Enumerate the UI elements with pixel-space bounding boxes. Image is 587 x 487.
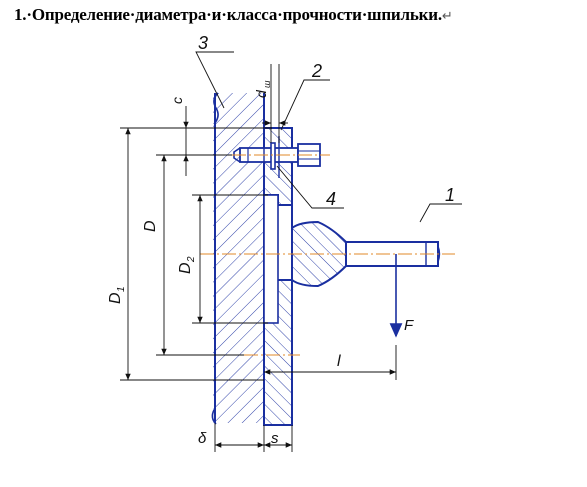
dim-D1: D 1	[107, 286, 127, 304]
center-lines	[200, 154, 455, 356]
dim-delta: δ	[198, 430, 207, 447]
svg-text:D: D	[177, 262, 194, 274]
flange-plate	[263, 127, 293, 426]
dim-dw: d ш	[253, 80, 272, 98]
dim-D1-sub: 1	[116, 286, 127, 292]
wall-plate	[211, 92, 265, 425]
svg-text:d: d	[253, 89, 269, 98]
dimension-lines	[120, 51, 462, 452]
dim-s: s	[271, 430, 279, 447]
svg-text:D: D	[107, 292, 124, 304]
callout-2: 2	[311, 61, 322, 81]
callout-1: 1	[445, 185, 455, 205]
dim-l: l	[337, 353, 341, 370]
heading-text: 1.·Определение·диаметра·и·класса·прочнос…	[14, 5, 442, 24]
callout-4: 4	[326, 189, 336, 209]
callout-3: 3	[198, 33, 208, 53]
washer	[270, 142, 276, 170]
dim-D2: D 2	[177, 256, 197, 274]
dim-D2-sub: 2	[186, 256, 197, 263]
dim-dw-sub: ш	[262, 80, 272, 88]
paragraph-return-mark: ↵	[441, 8, 453, 23]
page-heading: 1.·Определение·диаметра·и·класса·прочнос…	[14, 5, 579, 25]
force-label: F	[404, 317, 414, 334]
dim-c: c	[169, 97, 185, 104]
dim-D: D	[142, 220, 159, 232]
force-arrow: F	[389, 254, 414, 338]
